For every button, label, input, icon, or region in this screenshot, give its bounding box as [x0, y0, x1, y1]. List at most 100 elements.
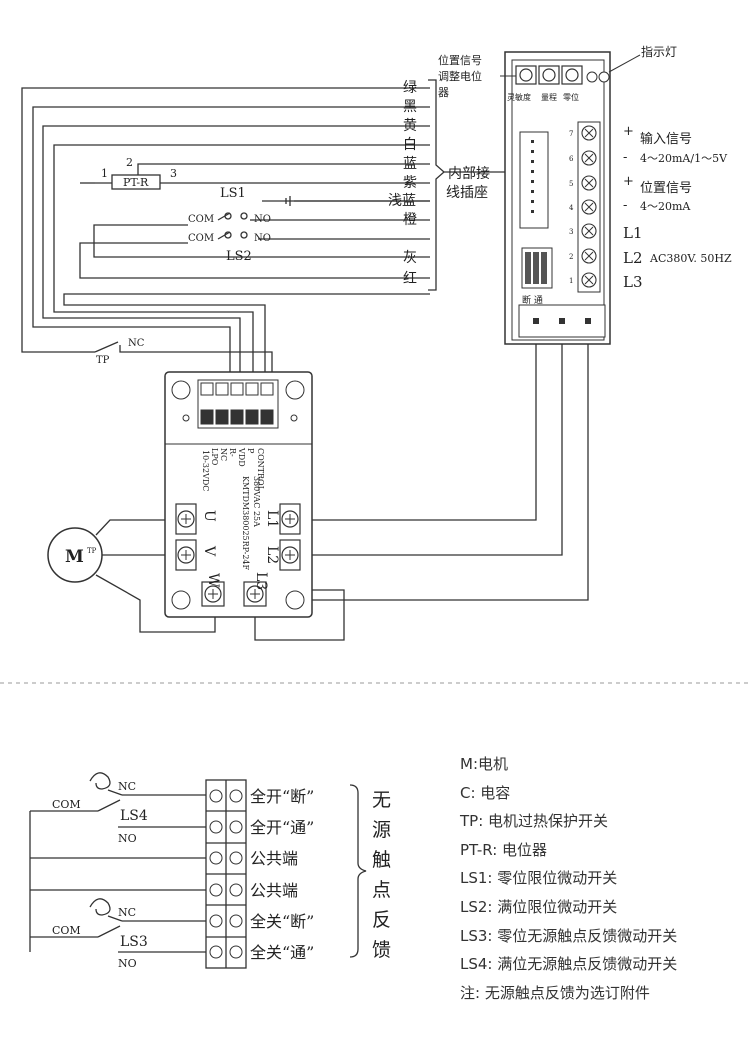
- position-signal-minus: -: [623, 198, 627, 213]
- pot-label-line1: 位置信号: [438, 53, 482, 67]
- pt-r-label: PT-R: [123, 176, 149, 189]
- input-signal-range: 4～20mA/1～5V: [640, 152, 728, 165]
- legend-note: 注: 无源触点反馈为选订附件: [460, 983, 650, 1002]
- ls3-label: LS3: [120, 934, 148, 950]
- ls1-no: NO: [254, 214, 271, 225]
- motor: M TP: [47, 527, 103, 583]
- pot-label-line2: 调整电位: [438, 69, 482, 83]
- legend-ls2: LS2: 满位限位微动开关: [460, 897, 618, 916]
- knob-label-zero: 零位: [563, 92, 579, 102]
- ls4-com: COM: [52, 798, 81, 811]
- ls2-com: COM: [188, 233, 214, 244]
- controller-board: [504, 51, 641, 345]
- bottom-connector-label: 断 通: [522, 294, 543, 306]
- limit-switches: LS1 COM NO LS2 COM NO: [188, 186, 271, 264]
- module-control-title: CONTROL: [256, 448, 265, 492]
- signal-labels: + 输入信号 - 4～20mA/1～5V + 位置信号 - 4～20mA L1 …: [623, 124, 732, 291]
- position-signal-range: 4～20mA: [640, 200, 691, 213]
- svg-text:无: 无: [372, 789, 391, 811]
- pot-label-line3: 器: [438, 86, 449, 99]
- svg-text:内部接: 内部接: [448, 165, 490, 182]
- legend-ls3: LS3: 零位无源触点反馈微动开关: [460, 926, 678, 945]
- feedback-wiring: [29, 772, 367, 969]
- wire-color-light-blue: 浅蓝: [388, 193, 416, 209]
- wire-color-purple: 紫: [403, 175, 417, 191]
- input-signal-title: 输入信号: [640, 131, 692, 147]
- internal-socket-label: 内部接 线插座: [446, 165, 490, 201]
- socket-pins: [531, 140, 534, 213]
- terminal-numbers: 7 6 5 4 3 2 1: [569, 130, 574, 285]
- input-signal-plus: +: [623, 124, 634, 139]
- svg-text:5: 5: [569, 180, 573, 188]
- module-l3-label: L3: [253, 572, 269, 590]
- svg-text:3: 3: [569, 228, 573, 236]
- svg-text:线插座: 线插座: [446, 185, 488, 201]
- ls2-no: NO: [254, 233, 271, 244]
- module-control-vdd: VDD: [237, 447, 246, 467]
- wire-color-orange: 橙: [403, 212, 417, 228]
- svg-text:7: 7: [569, 130, 573, 138]
- module-l2-label: L2: [264, 546, 280, 564]
- row-common-2: 公共端: [250, 881, 298, 900]
- module-model: KMTDM380025RP-24F: [241, 476, 250, 571]
- wire-color-blue: 蓝: [403, 156, 417, 172]
- legend-tp: TP: 电机过热保护开关: [460, 812, 609, 831]
- pt-r-pin1: 1: [101, 167, 108, 180]
- knob-label-sensitivity: 灵敏度: [507, 92, 531, 102]
- indicator-lamp-icon: [586, 71, 598, 83]
- ls2-label: LS2: [226, 249, 252, 264]
- svg-text:1: 1: [569, 277, 573, 285]
- wire-color-white: 白: [403, 137, 417, 153]
- motor-label: M: [65, 547, 84, 567]
- ls4-no: NO: [118, 832, 137, 845]
- position-signal-plus: +: [623, 174, 634, 189]
- tp-nc: NC: [128, 338, 145, 349]
- feedback-switch-labels: COM NC LS4 NO COM NC LS3 NO: [52, 780, 148, 970]
- module-control-p: P: [246, 448, 255, 454]
- row-full-close-on: 全关“通”: [250, 943, 314, 962]
- row-full-open-on: 全开“通”: [250, 818, 314, 837]
- wire-color-green: 绿: [403, 80, 417, 96]
- sensitivity-knob-icon: [519, 68, 533, 82]
- motor-icon: [47, 527, 103, 583]
- knob-label-range: 量程: [541, 93, 557, 102]
- feedback-terminal-screws: [209, 789, 243, 959]
- ls3-nc: NC: [118, 906, 136, 919]
- svg-text:点: 点: [372, 879, 391, 901]
- svg-text:4: 4: [569, 204, 574, 212]
- module-v-label: V: [201, 545, 217, 557]
- module-control-nc: NC: [219, 448, 228, 461]
- power-spec: AC380V. 50HZ: [649, 252, 732, 265]
- legend-motor: M:电机: [460, 755, 508, 773]
- power-l3: L3: [623, 273, 643, 291]
- power-l2: L2: [623, 249, 643, 267]
- row-full-open-off: 全开“断”: [250, 787, 314, 806]
- module-l1-label: L1: [264, 510, 280, 528]
- zero-knob-icon: [565, 68, 579, 82]
- svg-text:2: 2: [569, 253, 573, 261]
- position-signal-title: 位置信号: [640, 181, 692, 196]
- ls4-roller-icon: [89, 772, 111, 790]
- wire-color-gray: 灰: [403, 250, 417, 266]
- wire-color-red: 红: [403, 271, 417, 287]
- wire-color-labels: 绿 黑 黄 白 蓝 紫 浅蓝 橙 灰 红: [388, 80, 417, 287]
- input-signal-minus: -: [623, 150, 627, 165]
- range-knob-icon: [542, 68, 556, 82]
- controller-labels: 位置信号 调整电位 器 灵敏度 量程 零位 指示灯 断 通: [438, 44, 677, 306]
- module-control-lpo: LPO: [210, 448, 219, 466]
- legend-ls1: LS1: 零位限位微动开关: [460, 869, 618, 888]
- module-voltage: 10-32VDC: [201, 450, 210, 491]
- tp-switch: TP NC: [96, 338, 145, 366]
- power-l1: L1: [623, 224, 643, 242]
- svg-text:6: 6: [569, 155, 574, 163]
- ssr-module: CONTROL P VDD R- NC LPO 10-32VDC KMTDM38…: [164, 371, 313, 618]
- motor-tp-label: TP: [87, 547, 97, 555]
- ls3-com: COM: [52, 924, 81, 937]
- wire-color-black: 黑: [403, 99, 417, 115]
- ls1-com: COM: [188, 214, 214, 225]
- legend-capacitor: C: 电容: [460, 783, 511, 802]
- module-w-label: W: [205, 573, 221, 588]
- feedback-terminal-labels: 全开“断” 全开“通” 公共端 公共端 全关“断” 全关“通”: [250, 787, 314, 962]
- svg-text:触: 触: [372, 849, 391, 871]
